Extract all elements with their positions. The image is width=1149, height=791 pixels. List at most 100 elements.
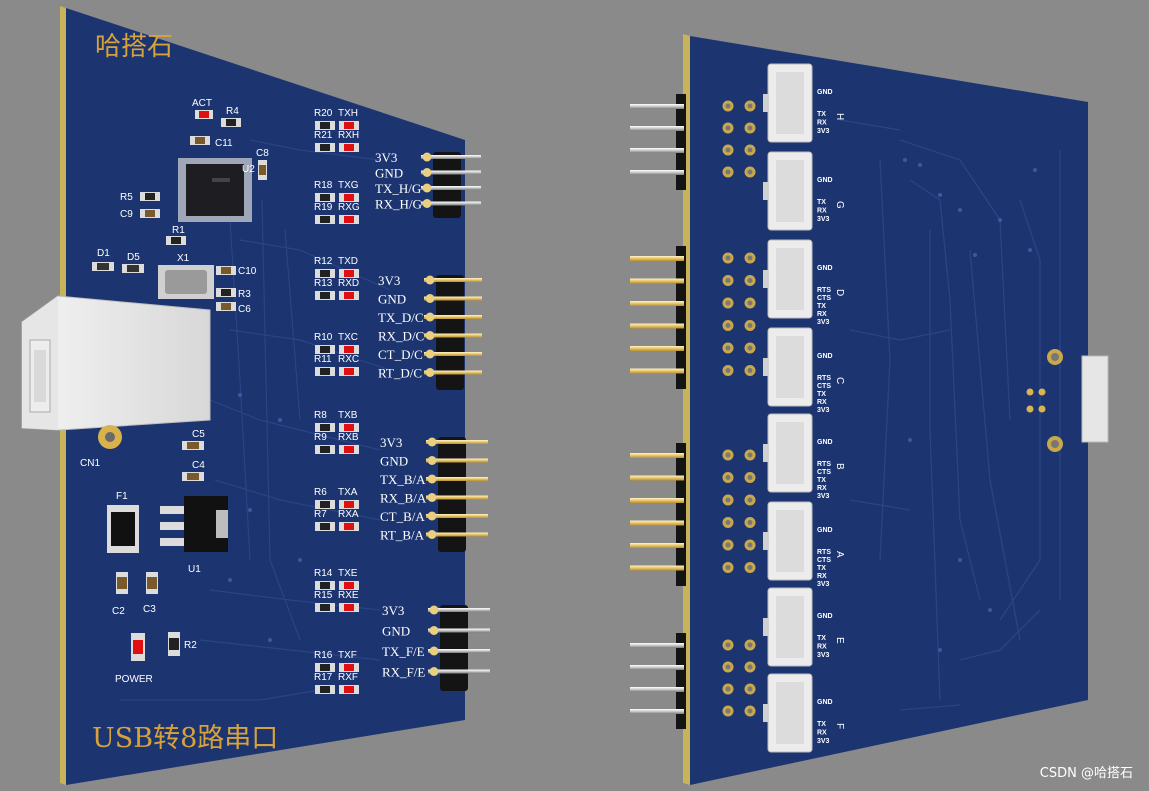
led-label: RXF — [338, 672, 358, 683]
connector-letter: A — [834, 551, 845, 558]
pin — [630, 665, 684, 670]
pin — [424, 333, 482, 338]
back-board: GNDTXRX3V3HGNDTXRX3V3GGNDRTSCTSTXRX3V3DG… — [630, 34, 1109, 785]
connector-pin-label: 3V3 — [817, 738, 830, 745]
c6-label: C6 — [238, 304, 251, 315]
x1-label: X1 — [177, 253, 190, 264]
pin — [630, 256, 684, 261]
pin-pad — [427, 474, 437, 484]
pin-label-gnd: GND — [378, 292, 406, 307]
led-label: RXC — [338, 354, 359, 365]
connector-letter: D — [834, 289, 845, 296]
connector-pin-label: GND — [817, 527, 833, 534]
back-usb-pads — [1026, 388, 1046, 413]
connector-pin-label: GND — [817, 699, 833, 706]
back-header-4 — [630, 633, 756, 729]
resistor-label: R10 — [314, 332, 333, 343]
pin-pad — [427, 456, 437, 465]
connector-letter: B — [834, 463, 845, 470]
connector-pin-label: CTS — [817, 557, 831, 564]
front-board-pcb — [66, 8, 465, 785]
pin — [426, 532, 488, 537]
connector-pin-label: 3V3 — [817, 581, 830, 588]
connector-pin-label: GND — [817, 353, 833, 360]
c2-label: C2 — [112, 606, 125, 617]
c5-label: C5 — [192, 429, 205, 440]
led-label: TXC — [338, 332, 358, 343]
pin — [421, 201, 481, 206]
pin — [630, 301, 684, 306]
pin-label-ct-b-a: CT_B/A — [380, 509, 425, 524]
pin-pad — [429, 605, 439, 615]
pin — [630, 520, 684, 526]
resistor-label: R6 — [314, 487, 327, 498]
connector-pin-label: TX — [817, 635, 826, 642]
pin — [421, 155, 481, 159]
pin — [424, 315, 482, 319]
header-housing — [436, 275, 464, 390]
led-label: TXB — [338, 410, 358, 421]
connector-pin-label: TX — [817, 303, 826, 310]
pin — [630, 278, 684, 284]
pin-label-ct-d-c: CT_D/C — [378, 347, 423, 362]
connector-pin-label: RX — [817, 644, 827, 651]
resistor-label: R14 — [314, 568, 333, 579]
pin-pad — [422, 183, 432, 193]
back-header-3 — [630, 443, 756, 586]
c4-label: C4 — [192, 460, 205, 471]
f1-label: F1 — [116, 491, 128, 502]
pin-pad — [427, 493, 437, 502]
pin-pad — [427, 511, 437, 521]
pin — [424, 278, 482, 282]
pin-label-rx-h-g: RX_H/G — [375, 197, 422, 212]
u1-regulator — [160, 496, 228, 552]
act-label: ACT — [192, 98, 212, 109]
pin-pad — [425, 275, 435, 285]
connector-pin-label: CTS — [817, 295, 831, 302]
led-label: TXA — [338, 487, 358, 498]
resistor-label: R9 — [314, 432, 327, 443]
c8-label: C8 — [256, 148, 269, 159]
pin-pad — [427, 530, 437, 539]
pin — [426, 440, 488, 444]
pin-label-tx-d-c: TX_D/C — [378, 310, 424, 325]
resistor-label: R8 — [314, 410, 327, 421]
connector-pin-label: RX — [817, 399, 827, 406]
connector-pin-label: TX — [817, 721, 826, 728]
connector-pin-label: 3V3 — [817, 493, 830, 500]
pin-pad — [429, 626, 439, 635]
csdn-watermark: CSDN @哈搭石 — [1039, 766, 1133, 781]
pin-pad — [429, 646, 439, 656]
pin — [630, 368, 684, 374]
connector-pin-label: 3V3 — [817, 319, 830, 326]
connector-pin-label: RTS — [817, 461, 831, 468]
pin-label-3v3: 3V3 — [380, 435, 402, 450]
pin-pad — [422, 168, 432, 177]
r4-label: R4 — [226, 106, 239, 117]
resistor-label: R7 — [314, 509, 327, 520]
u2-chip — [178, 158, 252, 222]
header-housing — [433, 152, 461, 218]
connector-pin-label: RX — [817, 485, 827, 492]
connector-pin-label: TX — [817, 111, 826, 118]
connector-pin-label: 3V3 — [817, 652, 830, 659]
pin — [630, 104, 684, 109]
pin — [630, 709, 684, 714]
pin-pad — [425, 331, 435, 340]
r3-label: R3 — [238, 289, 251, 300]
resistor-label: R19 — [314, 202, 333, 213]
back-usb-connector — [1081, 355, 1109, 443]
resistor-label: R15 — [314, 590, 333, 601]
connector-pin-label: RX — [817, 120, 827, 127]
